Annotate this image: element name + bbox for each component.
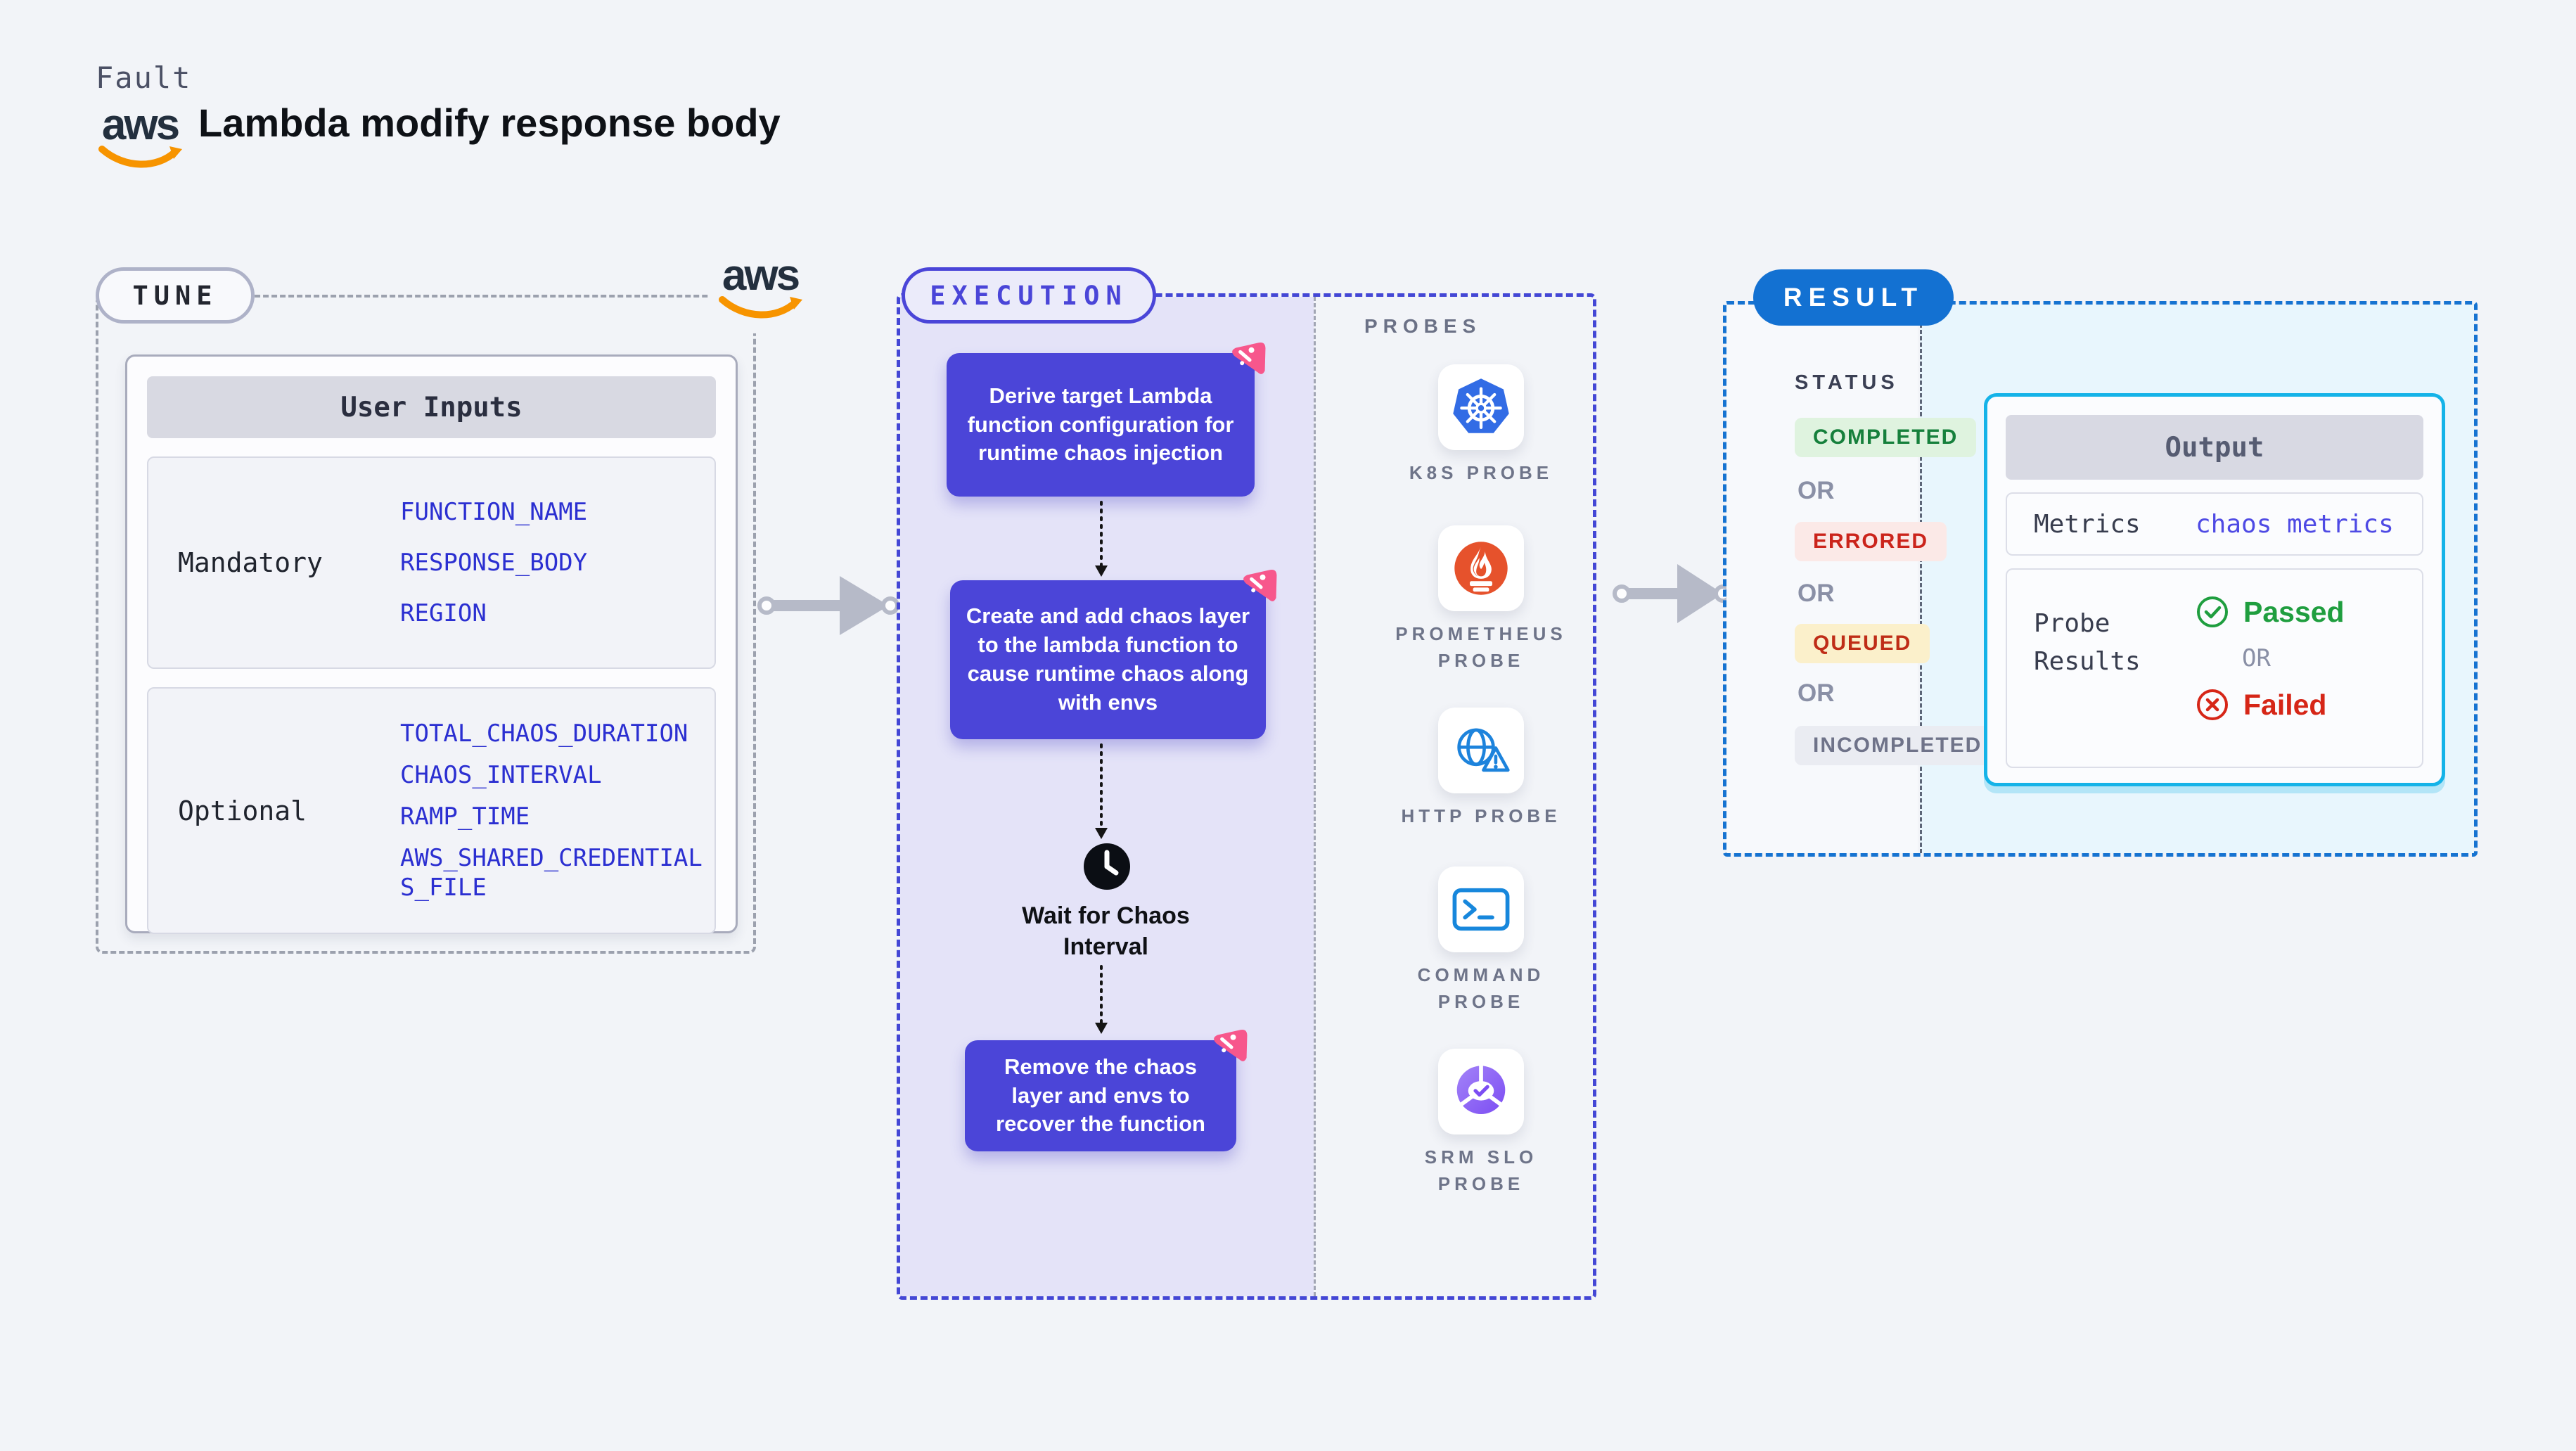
user-inputs-header: User Inputs	[147, 376, 716, 438]
flow-connector-icon	[1095, 743, 1108, 839]
mandatory-row: Mandatory FUNCTION_NAME RESPONSE_BODY RE…	[147, 456, 716, 669]
tune-pill-label: TUNE	[132, 280, 218, 311]
wait-label: Wait for Chaos Interval	[1022, 902, 1190, 961]
or-label: OR	[1798, 679, 1835, 707]
http-icon	[1457, 728, 1510, 772]
aws-logo-tune: aws	[709, 251, 812, 333]
status-heading: STATUS	[1795, 371, 1899, 394]
input-value: REGION	[400, 599, 487, 627]
status-badge-errored: ERRORED	[1795, 522, 1947, 561]
optional-label: Optional	[178, 795, 307, 826]
execution-step-1: Derive target Lambda function configurat…	[947, 343, 1266, 497]
status-badge-completed: COMPLETED	[1795, 418, 1977, 457]
probe-label-prometheus: PROMETHEUS PROBE	[1395, 623, 1567, 671]
arrow-right-icon	[757, 576, 899, 635]
probe-card-k8s	[1438, 364, 1524, 450]
execution-step-3: Remove the chaos layer and envs to recov…	[965, 1030, 1248, 1151]
or-label: OR	[1798, 580, 1835, 607]
flow-connector-icon	[1095, 501, 1108, 577]
failed-label: Failed	[2243, 688, 2327, 721]
execution-step-text: Remove the chaos layer and envs to recov…	[996, 1054, 1205, 1137]
probe-card-command	[1438, 867, 1524, 952]
execution-pill-label: EXECUTION	[930, 280, 1128, 311]
execution-step-text: Create and add chaos layer to the lambda…	[966, 603, 1250, 715]
aws-logo: aws	[94, 101, 186, 177]
metrics-value: chaos metrics	[2196, 509, 2394, 539]
passed-label: Passed	[2243, 595, 2345, 628]
input-value: CHAOS_INTERVAL	[400, 760, 602, 789]
x-circle-icon	[2197, 689, 2228, 720]
optional-row: Optional TOTAL_CHAOS_DURATION CHAOS_INTE…	[147, 687, 716, 934]
srm-slo-icon	[1456, 1065, 1506, 1114]
result-divider	[1920, 305, 1922, 853]
tune-pill: TUNE	[96, 267, 255, 324]
probe-label-k8s: K8S PROBE	[1409, 462, 1553, 483]
command-icon	[1452, 888, 1510, 931]
probe-results-row: Probe Results Passed OR Failed	[2006, 568, 2423, 768]
probe-label-http: HTTP PROBE	[1401, 805, 1561, 826]
or-label: OR	[2242, 644, 2271, 672]
aws-logo-tune-text: aws	[722, 251, 800, 300]
clock-icon	[1084, 843, 1130, 890]
execution-step-text: Derive target Lambda function configurat…	[967, 383, 1234, 466]
flow-connector-icon	[1095, 965, 1108, 1034]
probes-divider	[1314, 297, 1316, 1296]
chaos-corner-icon	[1232, 343, 1266, 374]
k8s-icon	[1453, 378, 1509, 433]
result-pill-label: RESULT	[1783, 283, 1924, 312]
probe-label-srm-slo: SRM SLO PROBE	[1424, 1146, 1538, 1194]
probe-results-values: Passed OR Failed	[2196, 570, 2422, 767]
user-inputs-card: User Inputs Mandatory FUNCTION_NAME RESP…	[125, 354, 738, 934]
metrics-label: Metrics	[2034, 509, 2141, 539]
check-circle-icon	[2197, 596, 2228, 627]
metrics-row: Metrics chaos metrics	[2006, 492, 2423, 556]
probe-card-srm-slo	[1438, 1049, 1524, 1134]
execution-section-box	[897, 293, 1596, 1300]
mandatory-label: Mandatory	[178, 547, 323, 578]
mandatory-values: FUNCTION_NAME RESPONSE_BODY REGION	[366, 458, 715, 667]
aws-logo-text: aws	[101, 101, 180, 149]
result-pill: RESULT	[1753, 269, 1954, 326]
prometheus-icon	[1454, 542, 1508, 595]
probe-results-label: Probe Results	[2034, 609, 2141, 676]
passed-line: Passed	[2196, 595, 2422, 629]
execution-step-2: Create and add chaos layer to the lambda…	[950, 570, 1277, 739]
aws-smile-icon	[98, 145, 182, 168]
status-badge-queued: QUEUED	[1795, 624, 1930, 663]
input-value: AWS_SHARED_CREDENTIALS_FILE	[400, 843, 703, 902]
result-section-box	[1723, 301, 2478, 857]
probes-heading: PROBES	[1364, 315, 1482, 337]
chaos-corner-icon	[1214, 1030, 1248, 1061]
probe-card-prometheus	[1438, 525, 1524, 611]
fault-eyebrow: Fault	[96, 60, 192, 95]
or-label: OR	[1798, 477, 1835, 504]
probe-card-http	[1438, 708, 1524, 793]
failed-line: Failed	[2196, 688, 2422, 722]
arrow-right-icon	[1613, 564, 1732, 623]
page-title: Lambda modify response body	[198, 101, 781, 145]
probe-label-command: COMMAND PROBE	[1417, 964, 1545, 1012]
execution-pill: EXECUTION	[902, 267, 1156, 324]
chaos-corner-icon	[1243, 570, 1277, 601]
input-value: RESPONSE_BODY	[400, 548, 588, 577]
input-value: FUNCTION_NAME	[400, 497, 588, 526]
output-card: Output Metrics chaos metrics Probe Resul…	[1984, 393, 2445, 786]
input-value: TOTAL_CHAOS_DURATION	[400, 719, 688, 748]
output-header: Output	[2006, 415, 2423, 480]
status-badge-incompleted: INCOMPLETED	[1795, 726, 2001, 765]
aws-smile-icon	[719, 295, 802, 319]
input-value: RAMP_TIME	[400, 802, 530, 831]
optional-values: TOTAL_CHAOS_DURATION CHAOS_INTERVAL RAMP…	[366, 689, 715, 933]
tune-section-box	[96, 295, 756, 954]
